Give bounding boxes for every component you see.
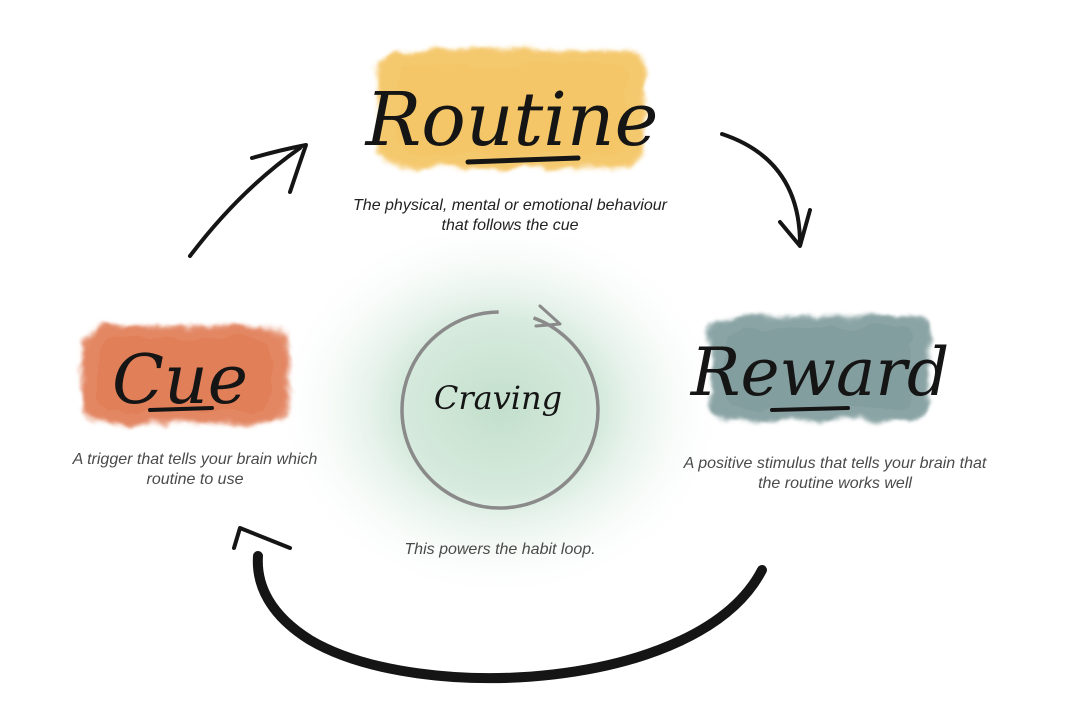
- arrow-routine-to-reward-head: [778, 208, 812, 248]
- routine-description-line-1: The physical, mental or emotional behavi…: [353, 197, 667, 214]
- routine-underline: [465, 155, 581, 165]
- cue-description: A trigger that tells your brain which ro…: [30, 450, 360, 490]
- reward-patch-core: [726, 328, 912, 408]
- craving-description: This powers the habit loop.: [340, 540, 660, 560]
- cue-patch: [82, 326, 288, 424]
- cue-underline: [148, 406, 214, 412]
- craving-circle-arrowhead: [534, 304, 562, 328]
- cue-label: Cue: [112, 341, 248, 420]
- arrow-reward-to-cue: [252, 551, 767, 684]
- arrow-reward-to-cue-head: [232, 526, 292, 550]
- routine-label: Routine: [364, 77, 659, 163]
- cue-description-line-1: A trigger that tells your brain which: [72, 451, 318, 468]
- routine-patch: [378, 50, 646, 168]
- craving-label: Craving: [434, 379, 562, 417]
- routine-description-line-2: that follows the cue: [441, 217, 579, 234]
- routine-patch-core: [398, 64, 626, 154]
- reward-underline: [770, 406, 850, 412]
- reward-label: Reward: [690, 334, 949, 411]
- arrow-cue-to-routine-head: [250, 143, 308, 194]
- cue-patch-core: [98, 338, 272, 412]
- cue-description-line-2: routine to use: [146, 471, 244, 488]
- craving-glow: [270, 213, 730, 603]
- reward-patch: [710, 316, 928, 420]
- arrow-routine-to-reward: [720, 132, 802, 246]
- arrow-cue-to-routine: [188, 146, 302, 258]
- reward-description-line-1: A positive stimulus that tells your brai…: [683, 455, 987, 472]
- craving-description-line: This powers the habit loop.: [404, 541, 596, 558]
- reward-description-line-2: the routine works well: [758, 475, 912, 492]
- reward-description: A positive stimulus that tells your brai…: [640, 454, 1030, 494]
- routine-description: The physical, mental or emotional behavi…: [300, 196, 720, 236]
